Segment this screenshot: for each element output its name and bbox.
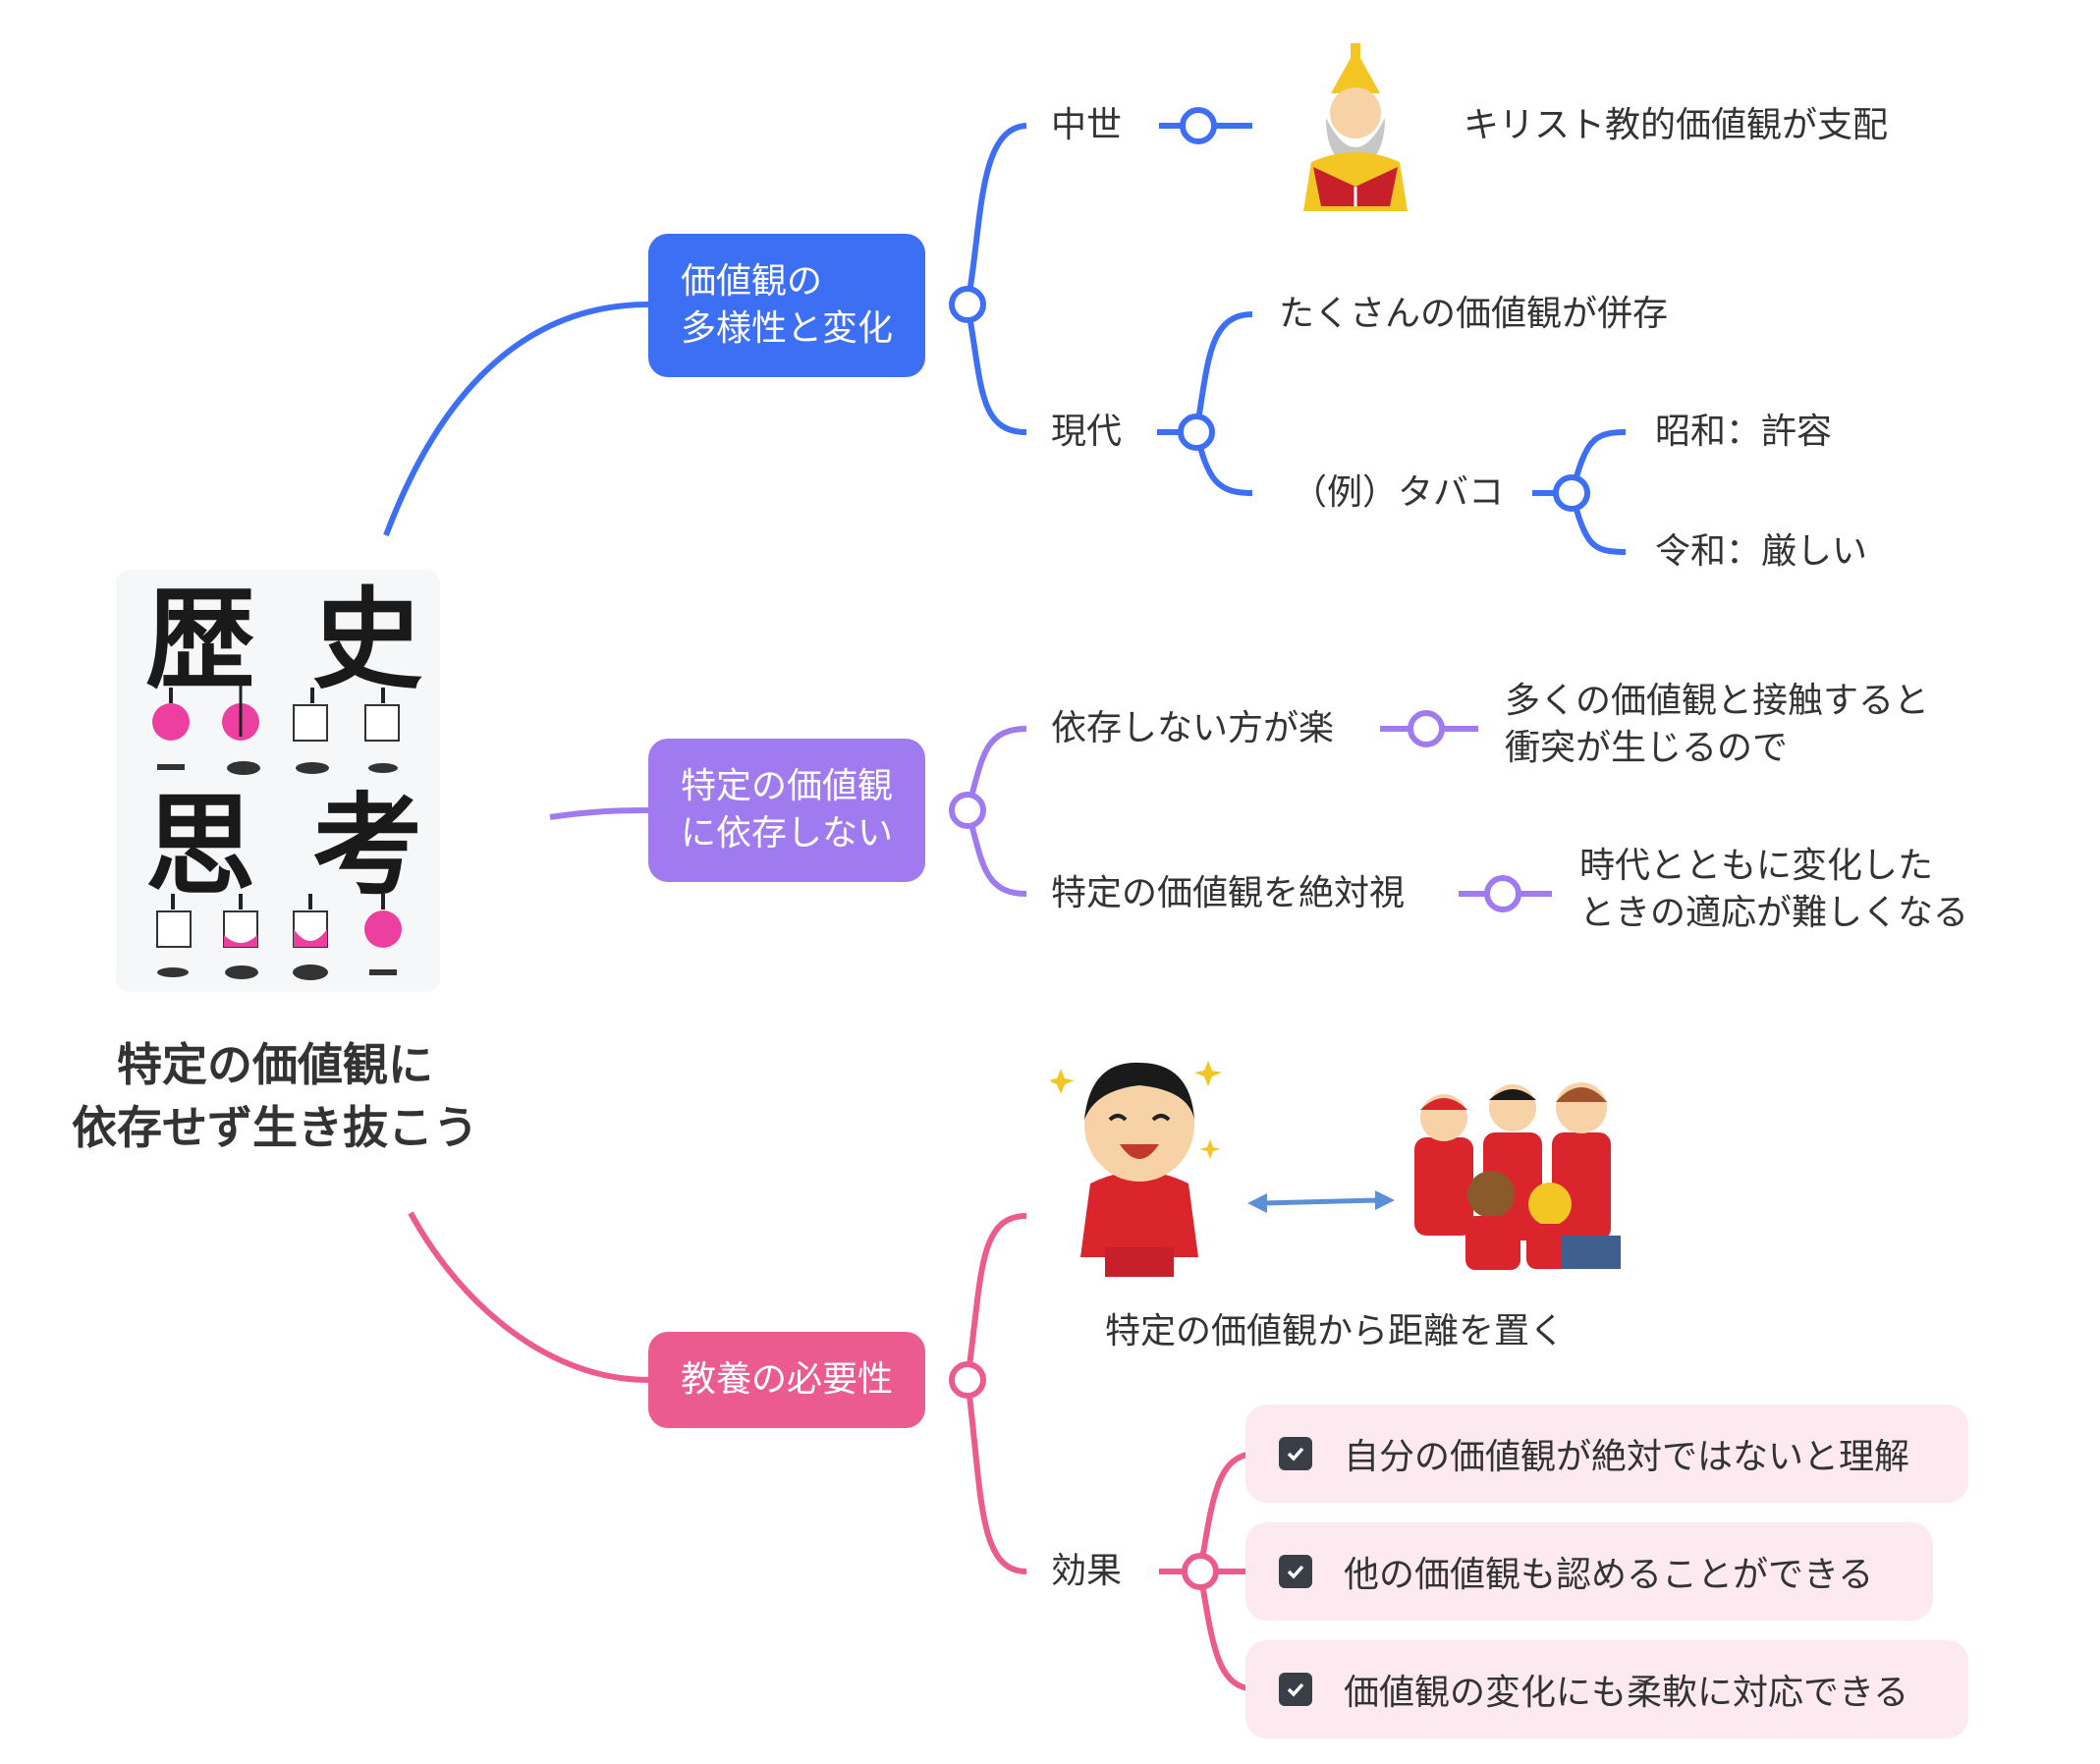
link-root-blue xyxy=(383,302,649,537)
cover-kanji-2: 史 xyxy=(312,576,422,704)
branch-purple-label: 特定の価値観 に依存しない xyxy=(680,766,893,854)
link-effect-item3 xyxy=(1197,1571,1258,1692)
branch-pink-label: 教養の必要性 xyxy=(680,1359,893,1400)
branch-blue-label: 価値観の 多様性と変化 xyxy=(680,261,893,349)
junction-purple xyxy=(949,792,986,829)
branch-purple[interactable]: 特定の価値観 に依存しない xyxy=(648,739,925,882)
junction-modern xyxy=(1178,413,1215,451)
junction-blue xyxy=(949,286,986,323)
junction-easier xyxy=(1408,710,1445,747)
cover-figures-icon xyxy=(152,686,402,980)
node-reiwa[interactable]: 令和：厳しい xyxy=(1655,531,1868,572)
link-modern-coexist xyxy=(1193,311,1253,433)
junction-effect xyxy=(1182,1553,1219,1590)
bishop-illustration xyxy=(1303,43,1408,211)
branch-pink[interactable]: 教養の必要性 xyxy=(648,1332,925,1428)
smiling-boy-illustration xyxy=(1051,1061,1222,1277)
node-medieval-note[interactable]: キリスト教的価値観が支配 xyxy=(1464,105,1889,145)
group-illustration xyxy=(1414,1082,1621,1270)
node-example[interactable]: （例）タバコ xyxy=(1292,472,1505,513)
checkbox-checked-icon[interactable] xyxy=(1279,1673,1312,1706)
book-cover: 歴 史 思 考 xyxy=(116,570,440,992)
node-effect[interactable]: 効果 xyxy=(1051,1551,1123,1591)
junction-absolute xyxy=(1484,875,1521,912)
double-arrow-icon xyxy=(1247,1190,1395,1213)
effect-item-2-label: 他の価値観も認めることができる xyxy=(1344,1555,1874,1595)
node-modern[interactable]: 現代 xyxy=(1051,412,1123,452)
link-pink-distance xyxy=(965,1213,1027,1381)
cover-kanji-1: 歴 xyxy=(145,576,255,704)
cover-kanji-4: 考 xyxy=(312,782,422,910)
junction-medieval xyxy=(1180,107,1217,144)
junction-pink xyxy=(949,1361,986,1399)
effect-item-3[interactable]: 価値観の変化にも柔軟に対応できる xyxy=(1245,1640,1968,1738)
effect-item-1-label: 自分の価値観が絶対ではないと理解 xyxy=(1344,1437,1910,1477)
link-blue-modern xyxy=(965,303,1027,435)
junction-example xyxy=(1553,474,1590,512)
branch-blue[interactable]: 価値観の 多様性と変化 xyxy=(648,234,925,377)
link-blue-medieval xyxy=(965,123,1027,305)
link-effect-item1 xyxy=(1197,1451,1258,1572)
node-absolute-reason[interactable]: 時代とともに変化した ときの適応が難しくなる xyxy=(1579,846,1969,933)
node-easier-reason[interactable]: 多くの価値観と接触すると 衝突が生じるので xyxy=(1505,681,1930,768)
effect-item-3-label: 価値観の変化にも柔軟に対応できる xyxy=(1344,1673,1909,1713)
cover-kanji-3: 思 xyxy=(145,782,255,910)
effect-item-2[interactable]: 他の価値観も認めることができる xyxy=(1245,1522,1933,1621)
node-easier[interactable]: 依存しない方が楽 xyxy=(1051,708,1335,748)
checkbox-checked-icon[interactable] xyxy=(1279,1555,1312,1588)
node-showa[interactable]: 昭和：許容 xyxy=(1655,412,1833,452)
node-medieval[interactable]: 中世 xyxy=(1051,105,1123,145)
effect-item-1[interactable]: 自分の価値観が絶対ではないと理解 xyxy=(1245,1405,1968,1503)
link-pink-effect xyxy=(965,1379,1027,1574)
link-root-purple xyxy=(549,807,649,820)
root-title: 特定の価値観に 依存せず生き抜こう xyxy=(72,1038,478,1154)
link-root-pink xyxy=(408,1211,649,1383)
node-absolute[interactable]: 特定の価値観を絶対視 xyxy=(1051,873,1406,913)
node-distance[interactable]: 特定の価値観から距離を置く xyxy=(1105,1311,1566,1351)
checkbox-checked-icon[interactable] xyxy=(1279,1437,1312,1470)
node-coexist[interactable]: たくさんの価値観が併存 xyxy=(1279,294,1669,334)
